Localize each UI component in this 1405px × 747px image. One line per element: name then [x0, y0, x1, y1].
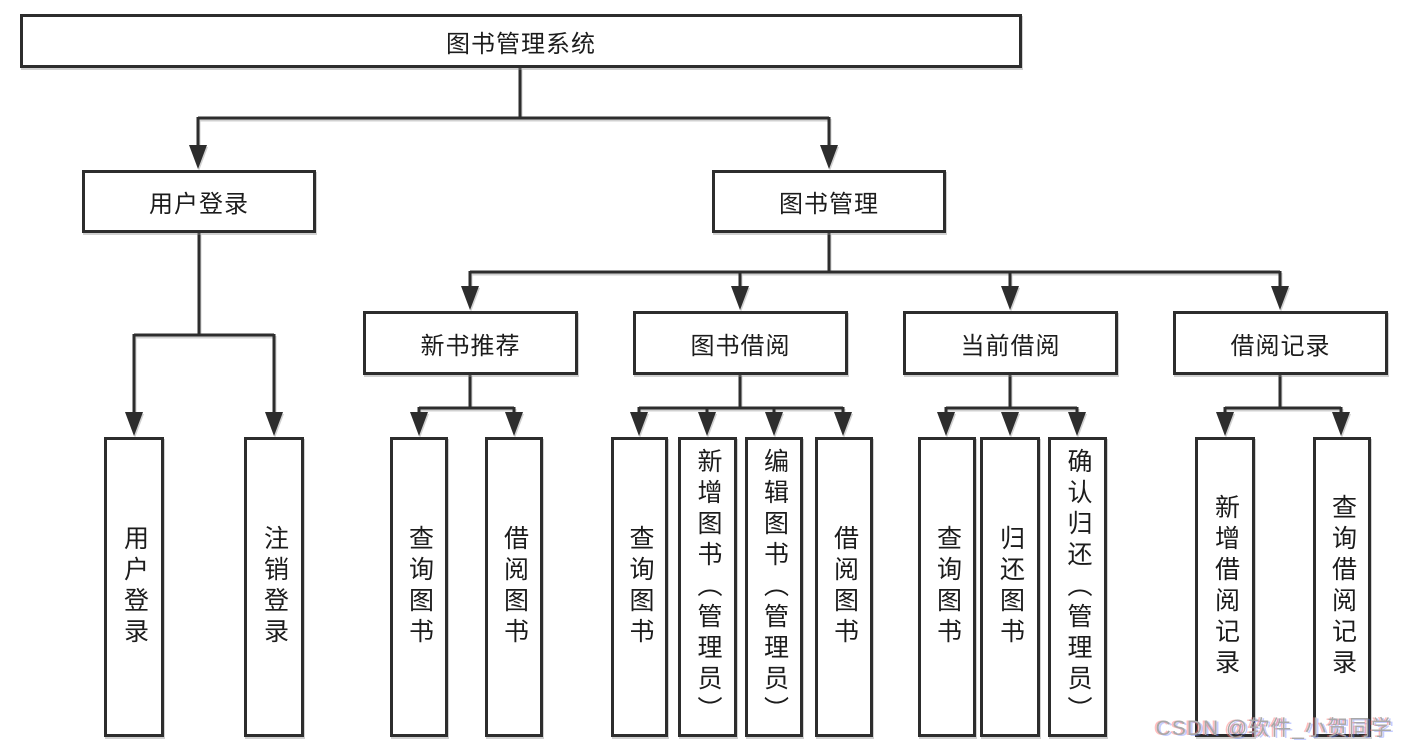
node-book-mgmt: 图书管理 [712, 170, 946, 233]
connector-book-borrow-children [630, 374, 852, 436]
leaf-cb-query-books: 查询图书 [918, 437, 976, 737]
node-borrow-records-label: 借阅记录 [1230, 332, 1331, 360]
leaf-cb-return-books-label: 归还图书 [996, 525, 1025, 649]
leaf-rec-borrow-books: 借阅图书 [485, 437, 543, 737]
leaf-bb-edit-books-label: 编辑图书（管理员） [760, 447, 789, 727]
node-current-borrow: 当前借阅 [903, 311, 1118, 375]
connector-borrow-records-children [1216, 374, 1350, 436]
leaf-br-query-record: 查询借阅记录 [1313, 437, 1371, 737]
leaf-br-add-record: 新增借阅记录 [1195, 437, 1255, 737]
node-user-login-label: 用户登录 [149, 191, 249, 218]
leaf-bb-add-books-label: 新增图书（管理员） [694, 447, 722, 727]
node-current-borrow-label: 当前借阅 [960, 332, 1061, 360]
leaf-cb-confirm-return: 确认归还（管理员） [1048, 437, 1107, 737]
leaf-cb-confirm-return-label: 确认归还（管理员） [1064, 447, 1092, 727]
leaf-logout-label: 注销登录 [260, 525, 289, 649]
connector-root-to-level1 [189, 68, 838, 169]
leaf-bb-query-books-label: 查询图书 [626, 525, 654, 649]
leaf-rec-borrow-books-label: 借阅图书 [500, 525, 529, 649]
leaf-cb-query-books-label: 查询图书 [933, 525, 962, 649]
node-borrow-records: 借阅记录 [1173, 311, 1388, 375]
node-book-borrow-label: 图书借阅 [690, 332, 791, 360]
node-book-borrow: 图书借阅 [633, 311, 848, 375]
leaf-bb-edit-books: 编辑图书（管理员） [745, 437, 803, 737]
leaf-br-query-record-label: 查询借阅记录 [1328, 494, 1357, 680]
leaf-user-login: 用户登录 [104, 437, 164, 737]
node-new-book-rec-label: 新书推荐 [420, 332, 521, 360]
leaf-user-login-label: 用户登录 [120, 525, 149, 649]
leaf-bb-borrow-books-label: 借阅图书 [830, 525, 859, 649]
connector-new-book-rec-children [410, 374, 523, 436]
leaf-rec-query-books-label: 查询图书 [405, 525, 434, 649]
leaf-bb-add-books: 新增图书（管理员） [678, 437, 737, 737]
node-root-label: 图书管理系统 [446, 30, 596, 58]
node-book-mgmt-label: 图书管理 [779, 191, 879, 218]
leaf-br-add-record-label: 新增借阅记录 [1211, 494, 1240, 680]
node-new-book-rec: 新书推荐 [363, 311, 578, 375]
leaf-rec-query-books: 查询图书 [390, 437, 448, 737]
connector-user-login-children [125, 233, 283, 436]
connector-current-borrow-children [937, 374, 1086, 436]
leaf-bb-borrow-books: 借阅图书 [815, 437, 873, 737]
node-root: 图书管理系统 [20, 14, 1022, 68]
leaf-cb-return-books: 归还图书 [980, 437, 1040, 737]
leaf-bb-query-books: 查询图书 [611, 437, 668, 737]
node-user-login: 用户登录 [82, 170, 316, 233]
connector-book-mgmt-children [461, 233, 1289, 310]
watermark: CSDN @软件_小贺同学 [1155, 717, 1393, 740]
leaf-logout: 注销登录 [244, 437, 304, 737]
